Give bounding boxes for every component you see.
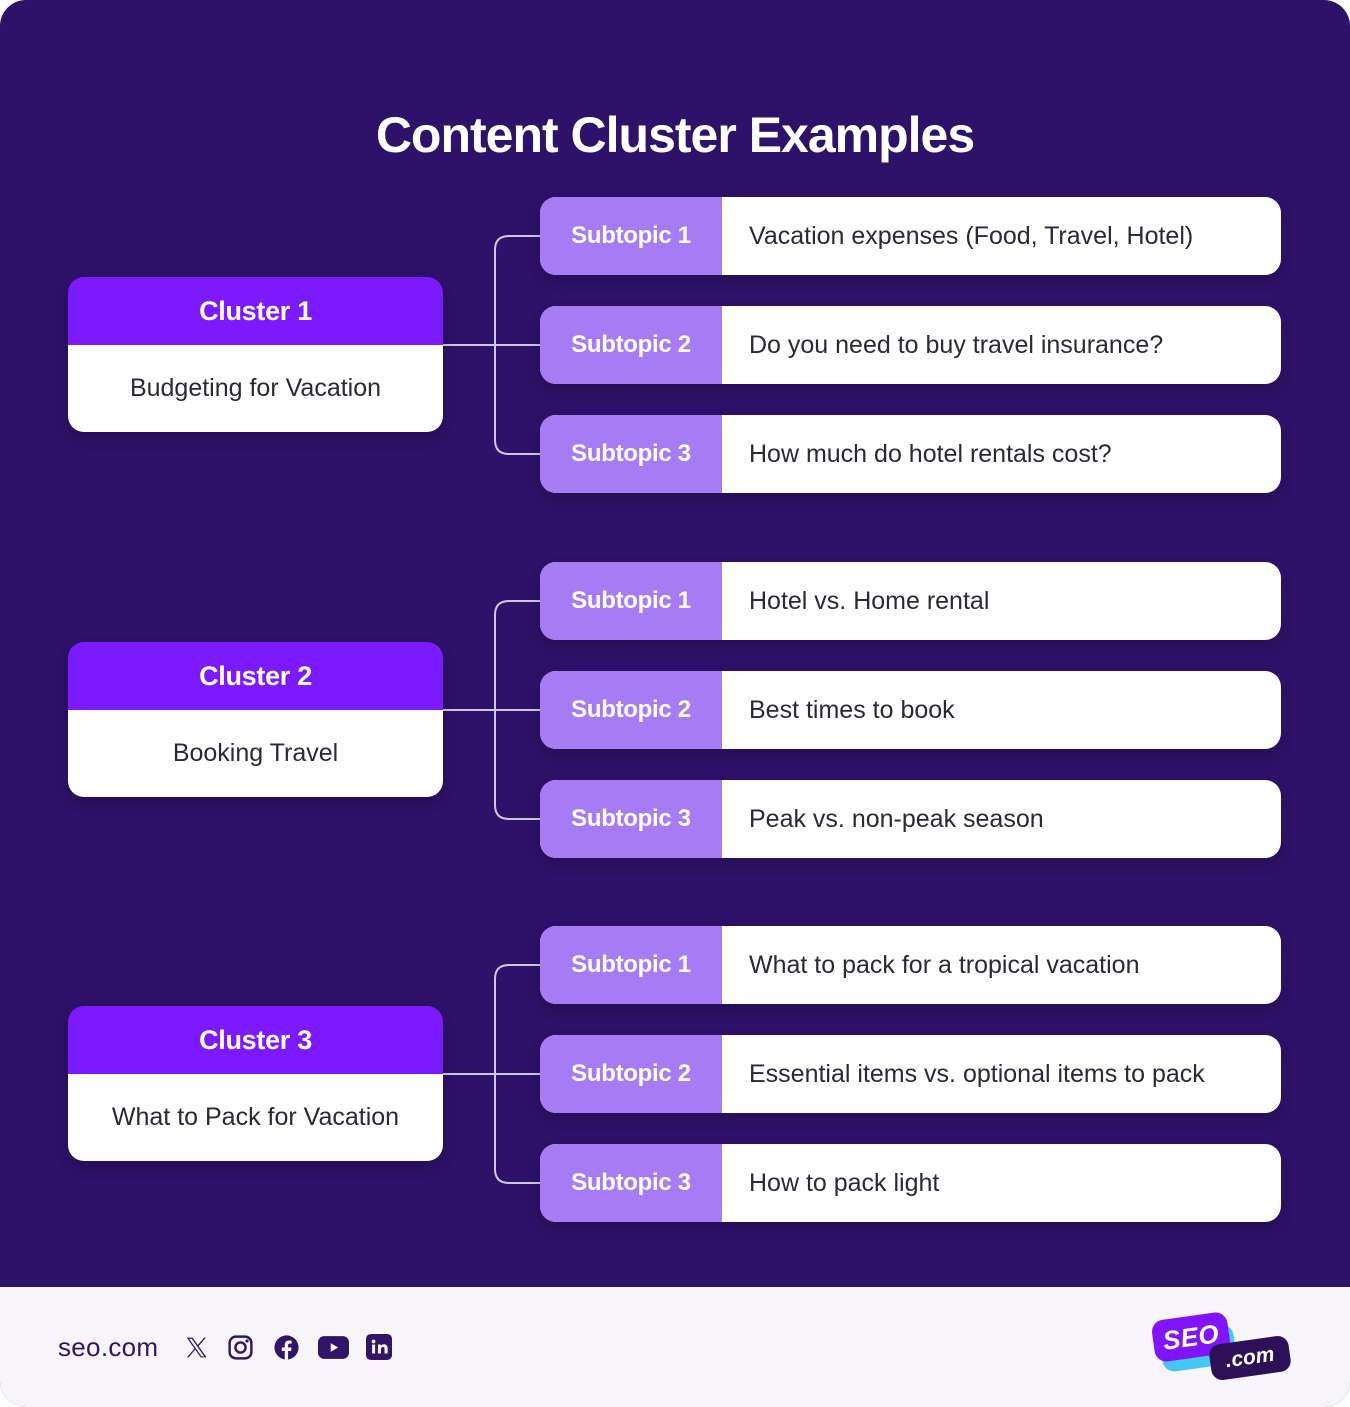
- social-icons: [184, 1333, 393, 1362]
- cluster-group-3: Cluster 3 What to Pack for Vacation Subt…: [0, 926, 1350, 1226]
- cluster-label: Cluster 2: [68, 642, 443, 710]
- subtopic-text: Essential items vs. optional items to pa…: [749, 1059, 1205, 1088]
- subtopic-label: Subtopic 2: [540, 306, 722, 384]
- connector-lines: [443, 600, 541, 820]
- cluster-topic: Booking Travel: [68, 710, 443, 797]
- subtopic-row: Subtopic 2 Best times to book: [540, 671, 1281, 749]
- subtopic-text: Best times to book: [749, 695, 955, 724]
- cluster-box: Cluster 3 What to Pack for Vacation: [68, 1006, 443, 1161]
- subtopic-label: Subtopic 3: [540, 415, 722, 493]
- subtopic-label: Subtopic 2: [540, 1035, 722, 1113]
- cluster-group-2: Cluster 2 Booking Travel Subtopic 1 Hote…: [0, 562, 1350, 862]
- cluster-group-1: Cluster 1 Budgeting for Vacation Subtopi…: [0, 197, 1350, 497]
- subtopic-row: Subtopic 1 Hotel vs. Home rental: [540, 562, 1281, 640]
- site-link[interactable]: seo.com: [58, 1331, 159, 1362]
- youtube-icon[interactable]: [318, 1335, 350, 1359]
- subtopic-label: Subtopic 3: [540, 1144, 722, 1222]
- subtopic-label: Subtopic 1: [540, 926, 722, 1004]
- subtopic-row: Subtopic 1 What to pack for a tropical v…: [540, 926, 1281, 1004]
- page-title: Content Cluster Examples: [375, 106, 975, 163]
- x-icon[interactable]: [184, 1335, 209, 1360]
- subtopic-text: How to pack light: [749, 1168, 940, 1197]
- cluster-box: Cluster 1 Budgeting for Vacation: [68, 277, 443, 432]
- facebook-icon[interactable]: [272, 1333, 301, 1362]
- cluster-box: Cluster 2 Booking Travel: [68, 642, 443, 797]
- subtopic-text: What to pack for a tropical vacation: [749, 950, 1140, 979]
- subtopic-row: Subtopic 2 Do you need to buy travel ins…: [540, 306, 1281, 384]
- subtopic-label: Subtopic 2: [540, 671, 722, 749]
- subtopic-text: Vacation expenses (Food, Travel, Hotel): [749, 221, 1194, 250]
- subtopic-row: Subtopic 1 Vacation expenses (Food, Trav…: [540, 197, 1281, 275]
- connector-lines: [443, 964, 541, 1184]
- footer-bar: seo.com: [0, 1287, 1350, 1407]
- subtopic-label: Subtopic 1: [540, 562, 722, 640]
- cluster-topic: What to Pack for Vacation: [68, 1074, 443, 1161]
- cluster-label: Cluster 3: [68, 1006, 443, 1074]
- subtopic-text: How much do hotel rentals cost?: [749, 439, 1112, 468]
- subtopic-text: Peak vs. non-peak season: [749, 804, 1044, 833]
- subtopic-row: Subtopic 3 Peak vs. non-peak season: [540, 780, 1281, 858]
- subtopic-label: Subtopic 3: [540, 780, 722, 858]
- cluster-topic: Budgeting for Vacation: [68, 345, 443, 432]
- seo-com-logo: SEO .com: [1150, 1310, 1293, 1382]
- subtopic-row: Subtopic 3 How much do hotel rentals cos…: [540, 415, 1281, 493]
- subtopic-row: Subtopic 2 Essential items vs. optional …: [540, 1035, 1281, 1113]
- subtopic-label: Subtopic 1: [540, 197, 722, 275]
- subtopic-row: Subtopic 3 How to pack light: [540, 1144, 1281, 1222]
- subtopic-text: Do you need to buy travel insurance?: [749, 330, 1164, 359]
- cluster-label: Cluster 1: [68, 277, 443, 345]
- subtopic-text: Hotel vs. Home rental: [749, 586, 990, 615]
- connector-lines: [443, 235, 541, 455]
- linkedin-icon[interactable]: [366, 1334, 393, 1360]
- instagram-icon[interactable]: [226, 1333, 255, 1362]
